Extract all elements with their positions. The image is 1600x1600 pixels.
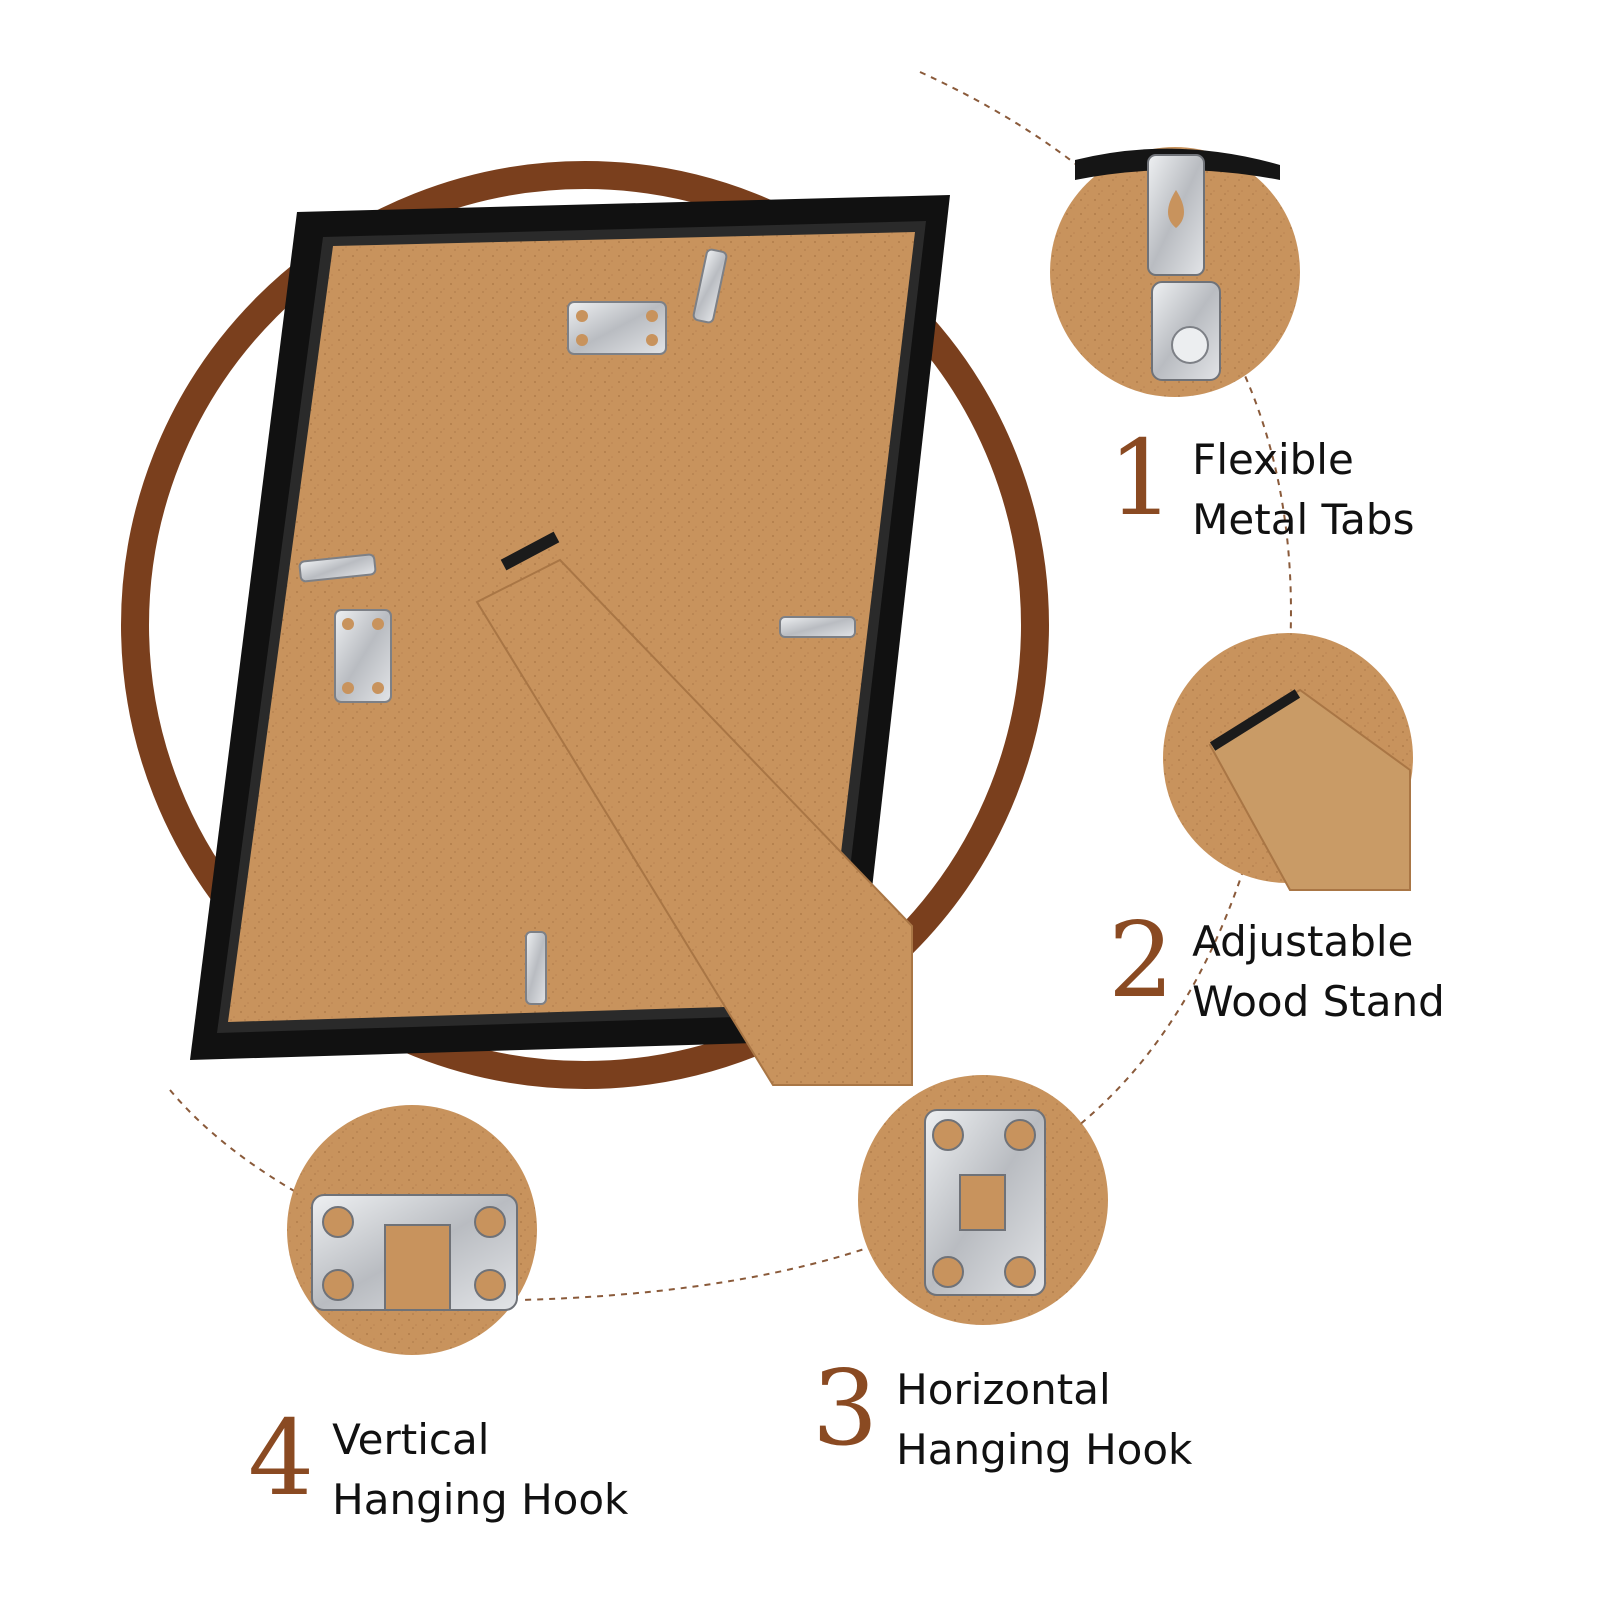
- wood-stand-on-frame: [475, 531, 913, 1086]
- feature-number: 4: [248, 1397, 315, 1519]
- vertical-hook-on-frame: [334, 609, 392, 703]
- feature-label-line2: Hanging Hook: [332, 1475, 629, 1524]
- horizontal-hook-on-frame: [567, 301, 667, 355]
- detail-vertical-hook: [287, 1105, 537, 1355]
- background-ring: [121, 161, 1049, 1089]
- feature-2: 2 Adjustable Wood Stand: [1108, 908, 1445, 1032]
- feature-number: 3: [812, 1347, 879, 1469]
- feature-number: 2: [1108, 899, 1175, 1021]
- feature-label: Horizontal Hanging Hook: [896, 1360, 1192, 1480]
- feature-3: 3 Horizontal Hanging Hook: [812, 1356, 1192, 1480]
- feature-label: Adjustable Wood Stand: [1192, 912, 1445, 1032]
- detail-metal-tabs: [1050, 147, 1300, 397]
- feature-number: 1: [1108, 417, 1175, 539]
- feature-label-line2: Metal Tabs: [1192, 495, 1415, 544]
- detail-horizontal-hook: [858, 1075, 1108, 1325]
- feature-label-line1: Flexible: [1192, 435, 1354, 484]
- feature-label: Vertical Hanging Hook: [332, 1410, 628, 1530]
- feature-4: 4 Vertical Hanging Hook: [248, 1406, 628, 1530]
- feature-1: 1 Flexible Metal Tabs: [1108, 426, 1414, 550]
- feature-label-line1: Vertical: [332, 1415, 490, 1464]
- detail-wood-stand: [1163, 633, 1413, 891]
- feature-label-line1: Horizontal: [896, 1365, 1111, 1414]
- feature-label-line1: Adjustable: [1192, 917, 1414, 966]
- metal-tabs-on-frame: [298, 248, 856, 1005]
- feature-label-line2: Wood Stand: [1192, 977, 1445, 1026]
- feature-label-line2: Hanging Hook: [896, 1425, 1193, 1474]
- feature-label: Flexible Metal Tabs: [1192, 430, 1414, 550]
